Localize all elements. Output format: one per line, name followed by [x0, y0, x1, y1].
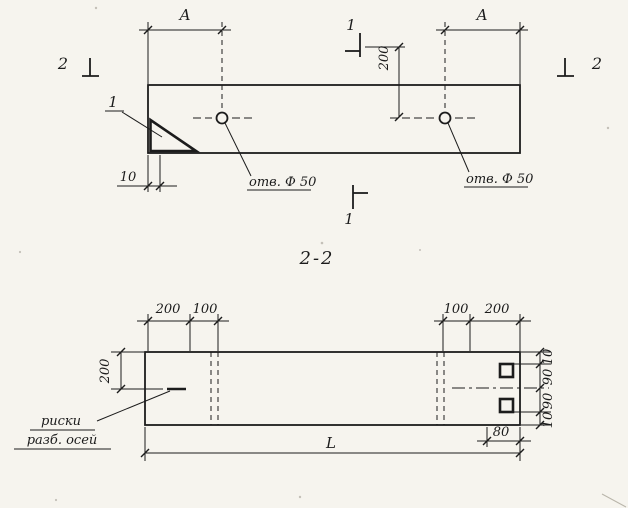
cut-1-bottom-mark: 1 [344, 185, 368, 228]
dtl-tick1 [143, 316, 153, 326]
noise-speck [18, 250, 22, 254]
axis-marks-note: риски разб. осей [14, 390, 171, 450]
cut-2-left-mark: 2 [57, 54, 99, 77]
section-a-right-label: А [475, 6, 487, 24]
section-a-left-label: А [178, 6, 190, 24]
corner-detail-triangle [149, 117, 201, 153]
dim-right-90-top: 90 [541, 369, 556, 386]
noise-speck [419, 249, 421, 251]
axis-note-line1: риски [41, 414, 81, 429]
dim-top-right: 100 200 [434, 302, 531, 351]
noise-speck [298, 495, 302, 499]
dim-top-right-100: 100 [444, 302, 469, 317]
detail-callout-label: 1 [108, 93, 118, 111]
axis-note-leader [96, 390, 171, 422]
hole-left-circle [215, 111, 229, 125]
cut-1-top-label: 1 [346, 16, 356, 34]
section-view: 2-2 200 100 [14, 248, 556, 461]
cut-1-bottom-label: 1 [344, 210, 354, 228]
dtr-tick2 [465, 316, 475, 326]
dim-top-left-100: 100 [193, 302, 218, 317]
hole-right-label: отв. Ф 50 [466, 172, 533, 187]
notch-square-bottom [498, 397, 515, 414]
detail-callout-leader [121, 111, 163, 138]
hole-left-label: отв. Ф 50 [249, 175, 316, 190]
noise-speck [320, 241, 324, 245]
dim-a-right: А [436, 6, 528, 110]
cut-2-right-label: 2 [591, 54, 602, 73]
dtl-tick2 [185, 316, 195, 326]
dim-left-height-label: 200 [98, 359, 113, 385]
cut-2-right-mark: 2 [557, 54, 602, 77]
drs-tick2 [535, 359, 545, 369]
scan-noise [18, 6, 627, 508]
dim-top-left: 200 100 [137, 302, 229, 351]
dim-a-left-tick2 [217, 25, 227, 35]
plan-view: 1 А А 1 1 [57, 6, 602, 228]
dlh-tick1 [116, 347, 126, 357]
dim-length: L [140, 427, 525, 461]
dim-a-right-tick1 [440, 25, 450, 35]
hole-left: отв. Ф 50 [193, 111, 316, 191]
dim-10-plan: 10 [117, 155, 177, 192]
drs-tick3 [535, 383, 545, 393]
dim-80: 80 [477, 425, 531, 447]
drs-tick4 [535, 407, 545, 417]
dtr-tick3 [515, 316, 525, 326]
dtl-tick3 [213, 316, 223, 326]
dim-a-left-tick1 [143, 25, 153, 35]
beam-outline [147, 84, 521, 154]
dim-right-stack: 10 90 90 10 [514, 347, 556, 430]
drs-tick5 [535, 420, 545, 430]
drs-tick1 [535, 347, 545, 357]
dl-tick1 [140, 448, 150, 458]
dim-left-height: 200 [98, 347, 163, 394]
notch-square-top [498, 362, 515, 379]
noise-speck [54, 498, 58, 502]
dim-right-10-top: 10 [541, 349, 556, 366]
noise-speck [94, 6, 98, 10]
cut-2-left-label: 2 [57, 54, 68, 73]
dim-200-plan: 200 [365, 42, 414, 122]
dim-200-tick1 [394, 42, 404, 52]
noise-corner-line [601, 493, 627, 508]
dim-200-tick2 [394, 112, 404, 122]
dtr-tick1 [438, 316, 448, 326]
dim-10-tick2 [155, 181, 165, 191]
dim-top-left-200: 200 [155, 302, 181, 317]
hole-right-leader [447, 122, 470, 173]
dlh-tick2 [116, 384, 126, 394]
hole-right-circle [438, 111, 452, 125]
cut-1-top-mark: 1 [345, 16, 361, 57]
dim-right-90-bottom: 90 [541, 393, 556, 410]
dim-a-left: А [139, 6, 231, 110]
dim-10-tick1 [143, 181, 153, 191]
dim-80-label: 80 [493, 425, 510, 440]
hole-left-leader [224, 122, 252, 177]
section-title: 2-2 [299, 248, 335, 269]
detail-callout: 1 [105, 93, 163, 138]
dl-tick2 [515, 448, 525, 458]
dim-right-10-bottom: 10 [541, 412, 556, 429]
dim-top-right-200: 200 [484, 302, 510, 317]
dim-a-right-tick2 [515, 25, 525, 35]
d80-tick1 [482, 436, 492, 446]
dim-200-plan-label: 200 [377, 46, 392, 72]
noise-speck [606, 126, 610, 130]
axis-note-line2: разб. осей [27, 433, 98, 448]
dim-10-label: 10 [120, 170, 137, 185]
dim-length-label: L [325, 434, 336, 452]
hole-right: отв. Ф 50 [414, 111, 533, 188]
